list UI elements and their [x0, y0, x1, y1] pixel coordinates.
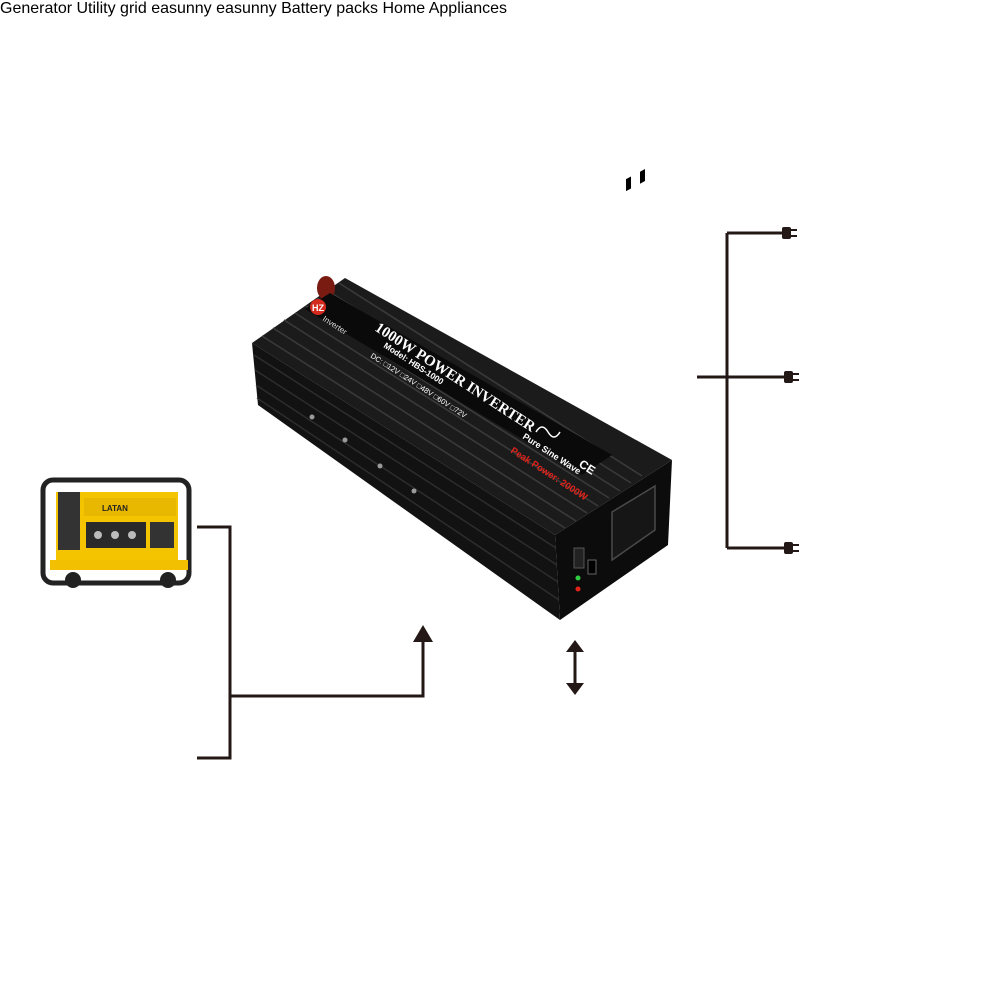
inverter-switch	[573, 547, 585, 569]
inverter-logo: HZ	[310, 299, 326, 315]
svg-text:HZ: HZ	[312, 303, 324, 313]
inverter-front-face	[252, 343, 560, 620]
connection-lines	[197, 231, 787, 760]
inverter-led	[575, 575, 581, 581]
utility-grid-label: Utility grid	[76, 0, 147, 17]
generator-brand: LATAN	[102, 504, 128, 513]
plug-icon-pc	[784, 371, 799, 383]
battery-left-brand: easunny	[151, 0, 212, 17]
inverter-usb-port	[587, 559, 597, 575]
battery-right: easunny	[216, 0, 281, 17]
inverter-side-fins	[253, 354, 560, 601]
power-inverter: HZ Inverter 1000W POWER INVERTER Model: …	[252, 169, 672, 620]
battery-packs-image: easunny easunny	[151, 0, 281, 17]
plug-icons	[782, 227, 799, 554]
appliance-bus-line	[697, 231, 787, 550]
inverter-label-strip	[305, 293, 612, 475]
generator-line	[197, 525, 232, 760]
generator-label: Generator	[0, 0, 73, 17]
plug-icon-ac	[782, 227, 797, 239]
plug-icon-fan	[784, 542, 799, 554]
sine-wave-icon	[535, 426, 561, 438]
home-appliances-label: Home Appliances	[382, 0, 507, 17]
inverter-led-red	[575, 586, 581, 592]
inverter-screws	[309, 414, 417, 494]
battery-bidirectional-arrow-icon	[566, 640, 584, 695]
battery-right-brand: easunny	[216, 0, 277, 17]
battery-left: easunny	[151, 0, 216, 17]
input-arrowhead-icon	[413, 625, 433, 642]
inverter-ac-outlet	[611, 169, 656, 562]
battery-packs-label: Battery packs	[281, 0, 379, 17]
input-to-inverter-line	[230, 640, 425, 698]
generator-image: LATAN	[40, 477, 192, 588]
